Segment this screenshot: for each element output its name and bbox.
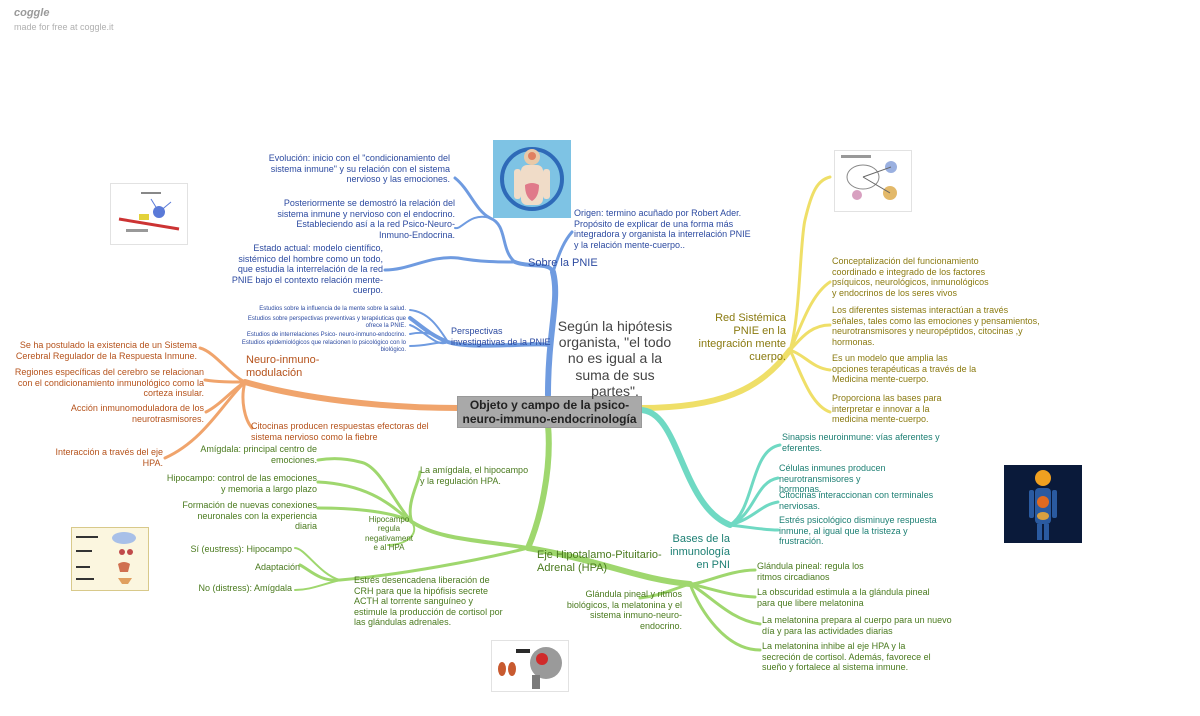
yellow-item[interactable]: Proporciona las bases para interpretar e… [832, 393, 942, 425]
orange-item[interactable]: Se ha postulado la existencia de un Sist… [15, 340, 197, 361]
estudio-item[interactable]: Estudios sobre la influencia de la mente… [259, 306, 406, 312]
node-posteriormente[interactable]: Posteriormente se demostró la relación d… [277, 198, 455, 240]
brain-kidney-image[interactable] [491, 640, 569, 692]
node-hipocampo-regula[interactable]: Hipocampo regula negativament e al HPA [364, 515, 414, 553]
green-item[interactable]: Formación de nuevas conexiones neuronale… [182, 500, 317, 532]
estudio-item[interactable]: Estudios epidemiológicos que relacionen … [241, 340, 406, 354]
green-item[interactable]: La obscuridad estimula a la glándula pin… [757, 587, 930, 608]
branch-eje-hpa[interactable]: Eje Hipotalamo-Pituitario-Adrenal (HPA) [537, 549, 662, 574]
teal-item[interactable]: Sinapsis neuroinmune: vías aferentes y e… [782, 432, 940, 453]
node-adaptacion[interactable]: Adaptación [254, 562, 300, 572]
node-estres[interactable]: Estrés desencadena liberación de CRH par… [354, 575, 503, 628]
yellow-item[interactable]: Los diferentes sistemas interactúan a tr… [832, 305, 1040, 347]
node-glandula-pineal[interactable]: Glándula pineal y ritmos biológicos, la … [566, 589, 682, 631]
teal-item[interactable]: Células inmunes producen neurotransmisor… [779, 463, 886, 495]
branch-neuro-inmuno-modulacion[interactable]: Neuro-inmuno-modulación [246, 354, 320, 379]
coggle-logo[interactable]: coggle [14, 7, 50, 19]
brain-regions-icon [76, 532, 136, 584]
green-item[interactable]: La melatonina inhibe al eje HPA y la sec… [762, 641, 931, 673]
branch-bases-inmunologia[interactable]: Bases de la inmunología en PNI [670, 533, 730, 571]
neuron-diagram-icon [118, 192, 180, 232]
teal-item[interactable]: Citocinas interaccionan con terminales n… [779, 490, 934, 511]
neuron-diagram-image[interactable] [110, 183, 188, 245]
green-item[interactable]: Glándula pineal: regula los ritmos circa… [757, 561, 864, 582]
brain-regions-image[interactable] [71, 527, 149, 591]
orange-item[interactable]: Regiones específicas del cerebro se rela… [14, 367, 204, 399]
yellow-item[interactable]: Conceptalización del funcionamiento coor… [832, 256, 989, 298]
cell-diagram-icon [841, 155, 897, 200]
node-evolucion[interactable]: Evolución: inicio con el "condicionamien… [268, 153, 450, 185]
node-eustress[interactable]: Sí (eustress): Hipocampo [190, 544, 292, 554]
orange-item[interactable]: Acción inmunomoduladora de los neurotras… [70, 403, 204, 424]
coggle-tagline[interactable]: made for free at coggle.it [14, 22, 114, 32]
node-distress[interactable]: No (distress): Amígdala [198, 583, 292, 593]
branch-red-sistemica[interactable]: Red Sistémica PNIE en la integración men… [698, 312, 786, 363]
green-item[interactable]: La melatonina prepara al cuerpo para un … [762, 615, 952, 636]
body-scan-image[interactable] [493, 140, 571, 218]
central-node-title: Objeto y campo de la psico-neuro-immuno-… [462, 397, 637, 426]
orange-item[interactable]: Interacción a través del eje HPA. [55, 447, 163, 468]
brain-kidney-icon [498, 647, 562, 689]
branch-sobre-pnie[interactable]: Sobre la PNIE [528, 257, 598, 269]
node-citocinas[interactable]: Citocinas producen respuestas efectoras … [251, 421, 429, 442]
central-subtitle: Según la hipótesis organista, "el todo n… [557, 318, 673, 399]
green-item[interactable]: Amígdala: principal centro de emociones. [200, 444, 317, 465]
node-estado-actual[interactable]: Estado actual: modelo científico, sistém… [231, 243, 383, 296]
yellow-item[interactable]: Es un modelo que amplia las opciones ter… [832, 353, 977, 385]
central-node[interactable]: Objeto y campo de la psico-neuro-immuno-… [457, 396, 642, 428]
node-origen[interactable]: Origen: termino acuñado por Robert Ader.… [574, 208, 751, 250]
cell-diagram-image[interactable] [834, 150, 912, 212]
teal-item[interactable]: Estrés psicológico disminuye respuesta i… [779, 515, 937, 547]
human-body-image[interactable] [1004, 465, 1082, 543]
green-item[interactable]: Hipocampo: control de las emociones y me… [166, 473, 317, 494]
estudio-item[interactable]: Estudios sobre perspectivas preventivas … [247, 316, 406, 330]
node-perspectivas[interactable]: Perspectivas investigativas de la PNIE [451, 326, 551, 347]
human-body-icon [1029, 470, 1057, 540]
body-scan-icon [500, 147, 564, 211]
estudio-item[interactable]: Estudios de interrelaciones Psico- neuro… [246, 332, 406, 338]
node-amigdala-hipocampo[interactable]: La amígdala, el hipocampo y la regulació… [420, 465, 529, 486]
